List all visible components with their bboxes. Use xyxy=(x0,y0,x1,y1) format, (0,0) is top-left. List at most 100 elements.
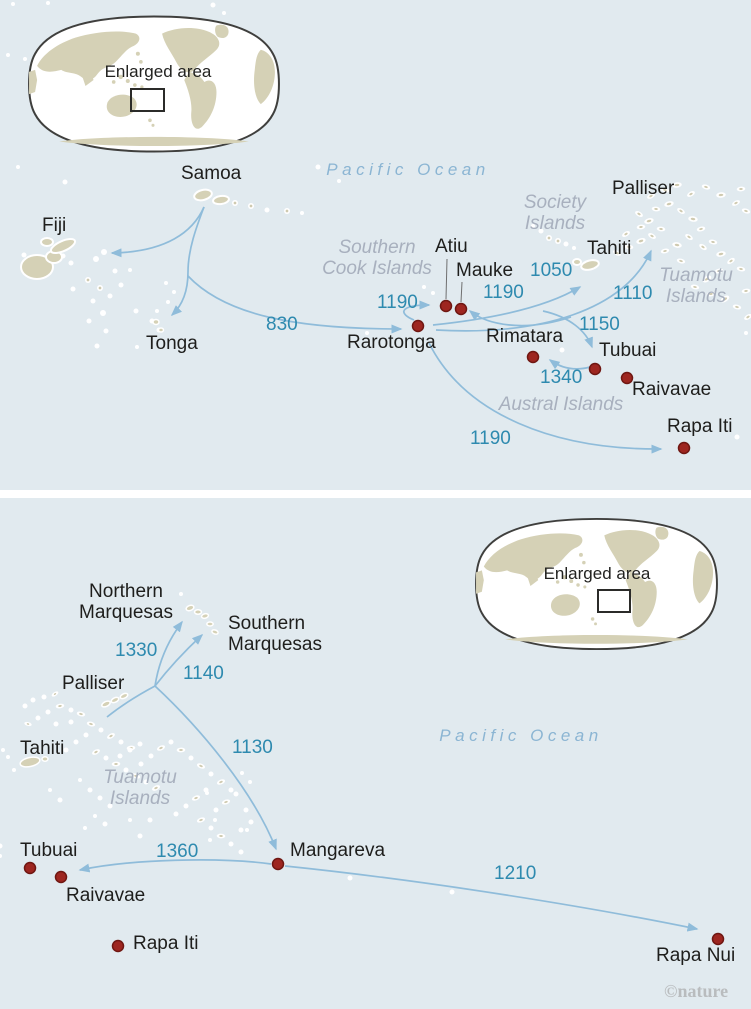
mauke-leader-line xyxy=(460,281,463,303)
rapa-iti-marker xyxy=(111,939,125,953)
palliser-atoll xyxy=(119,692,129,700)
island-markers-bottom xyxy=(23,857,725,953)
fiji-island xyxy=(20,254,54,280)
arrow-tahiti-tubuai xyxy=(542,310,593,349)
mauke-marker xyxy=(454,302,468,316)
rapa-nui-marker xyxy=(711,932,725,946)
label-atiu: Atiu xyxy=(435,236,468,257)
tonga-island xyxy=(152,318,160,326)
pacific-ocean-label: Pacific Ocean xyxy=(439,726,603,745)
palliser-atoll xyxy=(101,700,111,708)
samoa-island xyxy=(193,188,213,202)
distance-palliser-mangareva: 1130 xyxy=(232,737,273,758)
group-austral-islands: Austral Islands xyxy=(498,394,624,415)
label-rapa-nui: Rapa Nui xyxy=(656,945,736,966)
inset-world-map xyxy=(475,517,718,651)
distance-mangareva-rapanui: 1210 xyxy=(494,863,537,884)
map-panel-west-polynesia: Enlarged area Pacific Ocean Southern Coo… xyxy=(0,0,751,490)
inset-extent-rectangle xyxy=(597,589,631,613)
arrow-mangareva-raivavae xyxy=(78,859,272,873)
moorea-island xyxy=(572,258,582,266)
label-rapa-iti: Rapa Iti xyxy=(133,933,199,954)
tonga-island xyxy=(157,327,165,333)
tubuai-marker xyxy=(588,362,602,376)
route-arrows-bottom xyxy=(78,620,699,932)
label-samoa: Samoa xyxy=(181,163,242,184)
tahiti-island xyxy=(580,259,600,271)
route-arrows-top xyxy=(110,206,663,454)
fiji-island xyxy=(40,237,54,247)
distance-tubuai-rimatara: 1340 xyxy=(540,367,583,388)
distance-palliser-s-marquesas: 1140 xyxy=(183,663,224,684)
distance-rarotonga-rapaiti: 1190 xyxy=(470,428,511,449)
label-mangareva: Mangareva xyxy=(290,840,386,861)
distance-rarotonga-tahiti: 1050 xyxy=(530,260,573,281)
distance-mangareva-raivavae: 1360 xyxy=(156,841,199,862)
raivavae-marker xyxy=(620,371,634,385)
marquesas-island xyxy=(211,629,219,635)
label-rarotonga: Rarotonga xyxy=(347,332,436,353)
arrow-palliser-mangareva xyxy=(154,685,277,851)
group-southern-cook-islands: Southern Cook Islands xyxy=(322,237,432,279)
arrow-samoa-fiji xyxy=(110,206,205,258)
label-rimatara: Rimatara xyxy=(486,326,564,347)
island-markers-top xyxy=(411,299,691,455)
label-palliser: Palliser xyxy=(612,178,675,199)
raivavae-marker xyxy=(54,870,68,884)
moorea-island xyxy=(41,756,49,762)
arrow-mangareva-rapanui xyxy=(284,865,699,932)
top-map-canvas xyxy=(6,1,751,455)
inset-world-map xyxy=(28,15,280,153)
tahiti-island xyxy=(19,756,41,768)
rarotonga-marker xyxy=(411,319,425,333)
label-northern-marquesas: Northern Marquesas xyxy=(79,581,173,623)
atiu-marker xyxy=(439,299,453,313)
map-panel-east-polynesia: Enlarged area Pacific Ocean Tuamotu Isla… xyxy=(0,498,751,1009)
label-fiji: Fiji xyxy=(42,215,67,236)
speckles-bottom xyxy=(0,592,455,895)
arrow-rarotonga-rapaiti xyxy=(428,342,663,454)
label-tonga: Tonga xyxy=(146,333,198,354)
island-shapes-top xyxy=(20,188,600,333)
arrow-rarotonga-palliser xyxy=(435,249,652,332)
tubuai-marker xyxy=(23,861,37,875)
marquesas-island xyxy=(206,621,214,627)
group-tuamotu-islands: Tuamotu Islands xyxy=(659,265,733,307)
distance-rarotonga-palliser: 1110 xyxy=(613,283,653,304)
nature-credit: ©nature xyxy=(664,981,729,1001)
marquesas-island xyxy=(193,609,203,615)
arrow-samoa-rarotonga xyxy=(187,275,403,334)
label-raivavae: Raivavae xyxy=(66,885,146,906)
distance-palliser-n-marquesas: 1330 xyxy=(115,640,158,661)
fiji-island xyxy=(49,238,77,254)
label-raivavae: Raivavae xyxy=(632,379,712,400)
inset-extent-rectangle xyxy=(130,88,165,112)
distance-tahiti-tubuai: 1150 xyxy=(579,314,620,335)
inset-enlarged-area-label: Enlarged area xyxy=(543,564,651,583)
atiu-leader-line xyxy=(445,258,448,300)
label-tahiti: Tahiti xyxy=(587,238,632,259)
arrow-palliser-n-marquesas xyxy=(154,620,183,687)
label-southern-marquesas: Southern Marquesas xyxy=(228,613,322,655)
label-rapa-iti: Rapa Iti xyxy=(667,416,733,437)
distance-rarotonga-atiu: 1190 xyxy=(377,292,418,313)
marquesas-island xyxy=(200,612,210,620)
label-mauke: Mauke xyxy=(456,260,514,281)
rimatara-marker xyxy=(526,350,540,364)
label-tubuai: Tubuai xyxy=(20,840,78,861)
label-palliser: Palliser xyxy=(62,673,125,694)
pacific-ocean-label: Pacific Ocean xyxy=(326,160,490,179)
group-tuamotu-islands: Tuamotu Islands xyxy=(103,767,177,809)
marquesas-island xyxy=(185,604,195,612)
samoa-island xyxy=(212,194,230,206)
palliser-atoll xyxy=(110,696,120,704)
mangareva-marker xyxy=(271,857,285,871)
arrow-rarotonga-atiu xyxy=(403,300,431,321)
arrow-tahiti-mauke xyxy=(468,310,572,327)
arrow-palliser-s-marquesas xyxy=(154,633,204,687)
group-society-islands: Society Islands xyxy=(523,192,587,234)
arrow-stem-palliser xyxy=(106,685,156,718)
label-tubuai: Tubuai xyxy=(599,340,657,361)
bottom-map-canvas xyxy=(0,592,725,953)
